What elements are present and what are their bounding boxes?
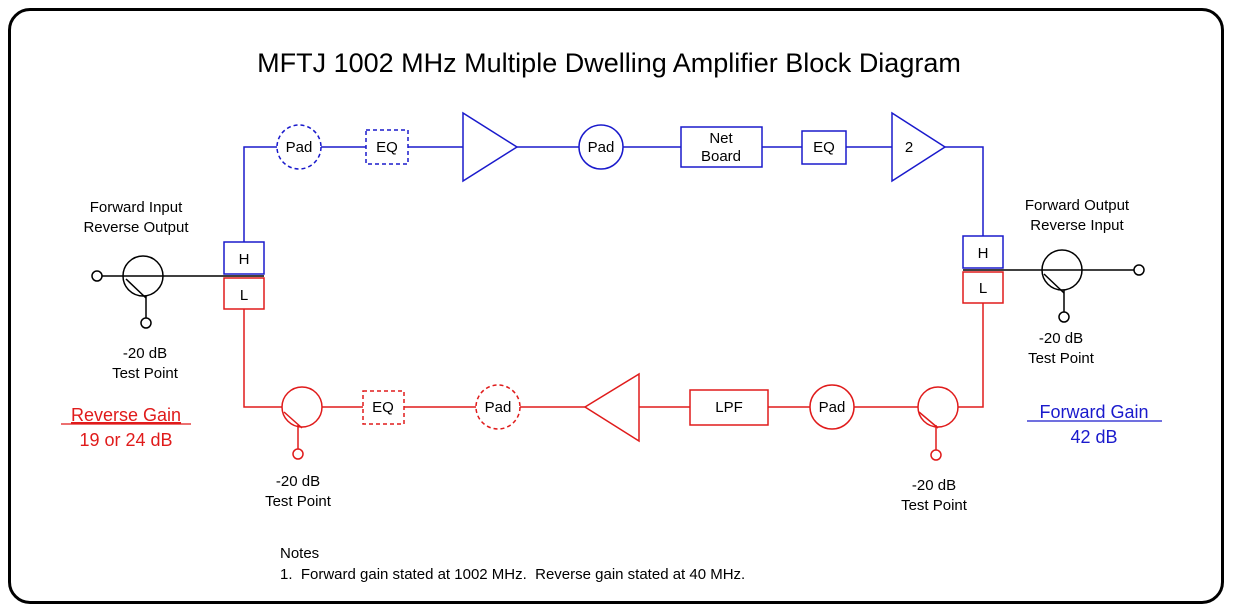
reverse-gain-heading: Reverse Gain xyxy=(71,405,181,425)
diagram-frame xyxy=(8,8,1224,604)
left-port-label-line1: Forward Input xyxy=(90,199,183,216)
left-port-connector xyxy=(91,270,103,282)
left-diplexer-high xyxy=(223,241,265,275)
right-test-point-connector xyxy=(1058,311,1070,323)
forward-pad-optional xyxy=(276,124,322,170)
reverse-amplifier xyxy=(583,372,640,443)
reverse-right-coupler-tap xyxy=(918,411,939,429)
reverse-pad xyxy=(809,384,855,430)
forward-amplifier-2-label: 2 xyxy=(905,139,913,156)
forward-amplifier-2 xyxy=(891,111,947,183)
reverse-wire-right xyxy=(958,303,984,408)
left-port-label-line2: Reverse Output xyxy=(83,219,189,236)
net-board-label-line2: Board xyxy=(701,148,741,165)
reverse-left-test-point-connector xyxy=(292,448,304,460)
notes-heading: Notes xyxy=(280,545,319,562)
right-diplexer-high xyxy=(962,235,1004,269)
right-port-connector xyxy=(1133,264,1145,276)
reverse-left-coupler xyxy=(281,386,323,428)
forward-eq xyxy=(801,130,847,165)
forward-eq-optional-label: EQ xyxy=(376,139,398,156)
reverse-gain-value: 19 or 24 dB xyxy=(79,430,172,450)
right-diplexer-high-label: H xyxy=(978,245,989,262)
forward-wire-right xyxy=(945,146,984,236)
right-directional-coupler xyxy=(1041,249,1083,291)
test-point-2-label: Test Point xyxy=(265,493,332,510)
reverse-pad-label: Pad xyxy=(819,399,846,416)
diagram-title: MFTJ 1002 MHz Multiple Dwelling Amplifie… xyxy=(257,48,961,78)
forward-pad-optional-label: Pad xyxy=(286,139,313,156)
net-board xyxy=(680,126,763,168)
reverse-pad-optional xyxy=(475,384,521,430)
net-board-label-line1: Net xyxy=(709,130,733,147)
forward-pad xyxy=(578,124,624,170)
test-point-4-level: -20 dB xyxy=(1039,330,1083,347)
left-coupler-tap xyxy=(125,278,147,299)
left-port xyxy=(91,255,224,329)
test-point-2-level: -20 dB xyxy=(276,473,320,490)
right-port xyxy=(1003,249,1145,323)
left-diplexer-high-label: H xyxy=(239,251,250,268)
reverse-left-coupler-tap xyxy=(283,411,303,429)
test-point-1-level: -20 dB xyxy=(123,345,167,362)
reverse-right-test-point-connector xyxy=(930,449,942,461)
right-port-label-line2: Reverse Input xyxy=(1030,217,1124,234)
forward-path xyxy=(243,111,984,242)
reverse-eq-optional xyxy=(362,390,405,425)
reverse-path xyxy=(243,303,984,461)
reverse-wire-left xyxy=(243,309,282,408)
forward-eq-optional xyxy=(365,129,409,165)
right-coupler-tap xyxy=(1043,273,1065,294)
note-item-1: 1. Forward gain stated at 1002 MHz. Reve… xyxy=(280,566,745,583)
test-point-3-label: Test Point xyxy=(901,497,968,514)
forward-wire-left xyxy=(243,146,277,242)
test-point-1-label: Test Point xyxy=(112,365,179,382)
right-port-label-line1: Forward Output xyxy=(1025,197,1130,214)
reverse-pad-optional-label: Pad xyxy=(485,399,512,416)
forward-pad-label: Pad xyxy=(588,139,615,156)
left-diplexer-low-label: L xyxy=(240,287,248,304)
test-point-4-label: Test Point xyxy=(1028,350,1095,367)
forward-gain-heading: Forward Gain xyxy=(1039,402,1148,422)
test-point-3-level: -20 dB xyxy=(912,477,956,494)
low-pass-filter xyxy=(689,389,769,426)
left-test-point-connector xyxy=(140,317,152,329)
low-pass-filter-label: LPF xyxy=(715,399,743,416)
reverse-eq-optional-label: EQ xyxy=(372,399,394,416)
reverse-right-coupler xyxy=(917,386,959,428)
forward-eq-label: EQ xyxy=(813,139,835,156)
right-diplexer-low-label: L xyxy=(979,280,987,297)
forward-amplifier-1 xyxy=(462,111,519,183)
forward-gain-value: 42 dB xyxy=(1070,427,1117,447)
